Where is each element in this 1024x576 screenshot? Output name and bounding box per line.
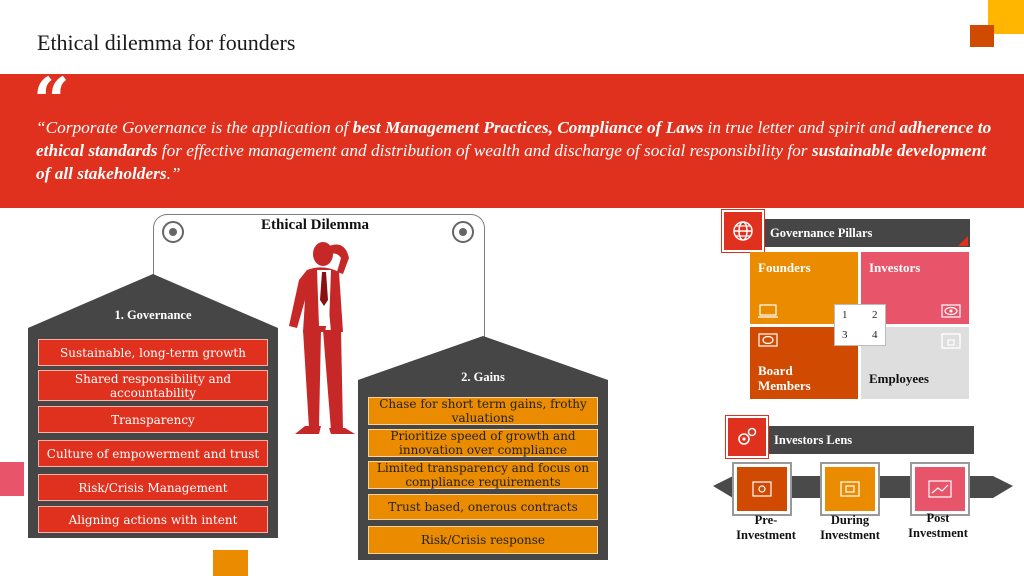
gains-house-roof (358, 336, 608, 384)
pillars-header: Governance Pillars (760, 219, 970, 247)
quote-part: “Corporate Governance is the application… (36, 118, 353, 137)
stage-label: Pre- Investment (736, 513, 796, 542)
thinking-man-figure (289, 242, 355, 434)
governance-item: Risk/Crisis Management (38, 474, 268, 501)
quote-part-bold: best Management Practices, Compliance of… (352, 118, 704, 137)
governance-item: Culture of empowerment and trust (38, 440, 268, 467)
governance-item: Sustainable, long-term growth (38, 339, 268, 366)
pillar-number: 4 (872, 329, 878, 341)
quote-part-bold: sustainable development of all stakehold… (36, 141, 987, 183)
lens-title: Investors Lens (774, 432, 853, 447)
quote-text: “Corporate Governance is the application… (36, 116, 996, 185)
gains-item: Risk/Crisis response (368, 526, 598, 554)
corner-accent-orange (970, 25, 994, 47)
pillars-corner-icon (958, 236, 968, 246)
side-accent-pink (0, 462, 24, 496)
pillar-number: 3 (842, 329, 848, 341)
globe-icon (722, 210, 764, 252)
lens-header: Investors Lens (764, 426, 974, 454)
gears-icon (726, 416, 768, 458)
quote-part-bold: adherence to ethical standards (36, 118, 992, 160)
gains-item: Limited transparency and focus on compli… (368, 461, 598, 489)
dilemma-title: Ethical Dilemma (261, 217, 369, 233)
governance-item: Transparency (38, 406, 268, 433)
stage-label: Post Investment (908, 511, 968, 540)
quote-part: .” (166, 164, 181, 183)
bottom-accent-orange (213, 550, 248, 576)
quote-part: for effective management and distributio… (157, 141, 812, 160)
governance-item: Aligning actions with intent (38, 506, 268, 533)
pillar-investors: Investors (861, 252, 969, 324)
stage-post-investment-icon (912, 464, 968, 514)
gains-item: Chase for short term gains, frothy valua… (368, 397, 598, 425)
stage-pre-investment-icon (734, 464, 790, 514)
governance-item: Shared responsibility and accountability (38, 370, 268, 401)
pillars-title: Governance Pillars (770, 225, 873, 240)
eye-icon (941, 304, 961, 318)
quote-mark-icon: “ (33, 64, 70, 139)
gains-item: Trust based, onerous contracts (368, 494, 598, 520)
pillar-label: Board Members (758, 363, 811, 393)
frame-pin-left-icon (162, 221, 184, 243)
pillar-label: Founders (758, 260, 811, 275)
gains-item: Prioritize speed of growth and innovatio… (368, 429, 598, 457)
governance-title: 1. Governance (114, 308, 192, 322)
quote-part: in true letter and spirit and (703, 118, 900, 137)
quote-banner (0, 74, 1024, 208)
document-lock-icon (941, 333, 961, 349)
laptop-icon (758, 304, 778, 318)
pillar-label: Investors (869, 260, 921, 275)
gains-title: 2. Gains (461, 370, 505, 384)
frame-pin-right-icon (452, 221, 474, 243)
governance-house-roof (28, 274, 278, 332)
pillar-label: Employees (869, 371, 929, 386)
pillar-number: 1 (842, 309, 848, 321)
pillar-number-badge: 1 2 3 4 (834, 304, 886, 346)
stage-label: During Investment (820, 513, 880, 542)
page-title: Ethical dilemma for founders (37, 30, 296, 55)
stage-during-investment-icon (822, 464, 878, 514)
pillar-number: 2 (872, 309, 878, 321)
chat-icon (758, 333, 778, 347)
corner-accent-yellow (988, 0, 1024, 34)
